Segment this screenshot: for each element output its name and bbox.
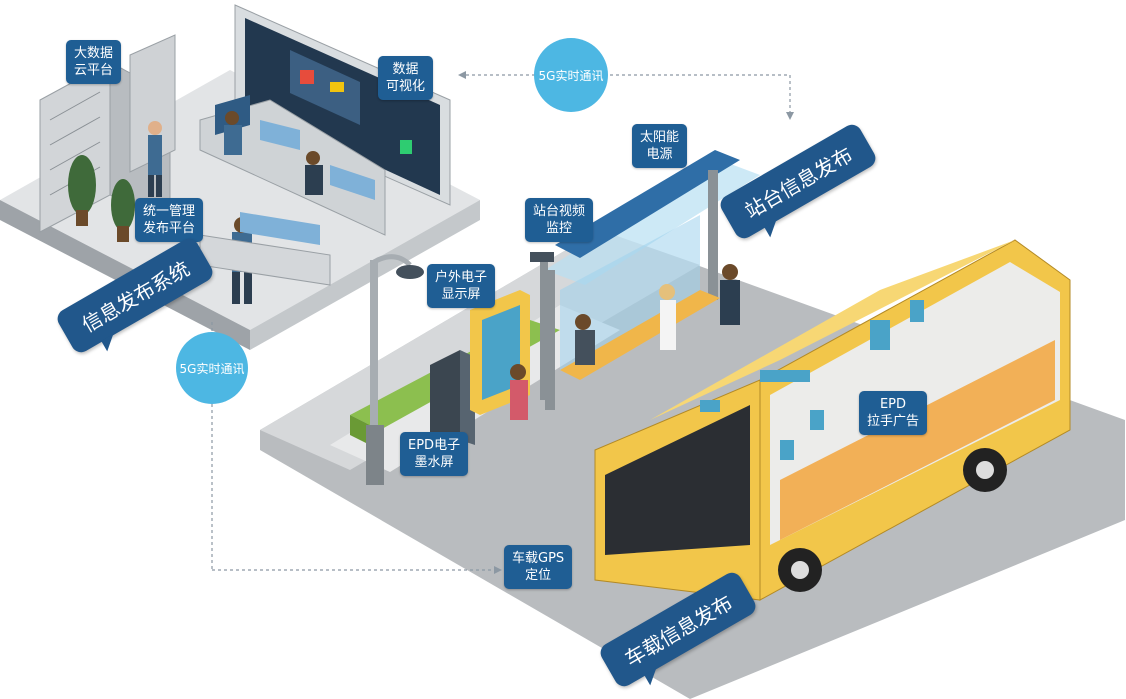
big-data-line-2: 云平台	[74, 63, 114, 78]
outdoor-line-1: 户外电子	[435, 270, 488, 285]
epd-handle-line-1: EPD	[879, 397, 907, 412]
plants	[68, 155, 135, 242]
operator-consoles	[199, 95, 386, 236]
connector-arrowheads	[458, 71, 794, 574]
gps-line-2: 定位	[525, 568, 552, 583]
station-video-label: 站台视频 监控	[525, 198, 594, 242]
epd-ink-line-2: 墨水屏	[414, 455, 454, 470]
epd-ink-screen-label: EPD电子 墨水屏	[400, 432, 469, 476]
outdoor-line-2: 显示屏	[441, 287, 481, 302]
gps-line-1: 车载GPS	[512, 551, 565, 566]
unified-management-label: 统一管理 发布平台	[135, 198, 204, 242]
big-data-cloud-label: 大数据 云平台	[66, 40, 122, 84]
street-lamp	[366, 254, 424, 485]
outdoor-screen-label: 户外电子 显示屏	[427, 264, 496, 308]
solar-line-2: 电源	[646, 147, 673, 162]
solar-line-1: 太阳能	[640, 130, 680, 145]
vehicle-gps-label: 车载GPS 定位	[504, 545, 573, 589]
visualization-line-2: 可视化	[386, 79, 426, 94]
big-data-line-1: 大数据	[74, 46, 114, 61]
epd-handle-line-2: 拉手广告	[867, 414, 920, 429]
unified-line-1: 统一管理	[143, 204, 196, 219]
unified-line-2: 发布平台	[143, 221, 196, 236]
station-people	[510, 264, 740, 420]
solar-power-label: 太阳能 电源	[632, 124, 688, 168]
station-video-line-1: 站台视频	[533, 204, 586, 219]
visualization-line-1: 数据	[392, 62, 419, 77]
epd-ink-screen-box	[430, 350, 475, 455]
data-visualization-label: 数据 可视化	[378, 56, 434, 100]
5g-bubble-left: 5G实时通讯	[176, 332, 248, 404]
5g-bubble-top: 5G实时通讯	[534, 38, 608, 112]
station-video-line-2: 监控	[546, 221, 573, 236]
camera-pole	[530, 252, 554, 400]
epd-handle-ad-label: EPD 拉手广告	[859, 391, 928, 435]
epd-ink-line-1: EPD电子	[408, 438, 461, 453]
